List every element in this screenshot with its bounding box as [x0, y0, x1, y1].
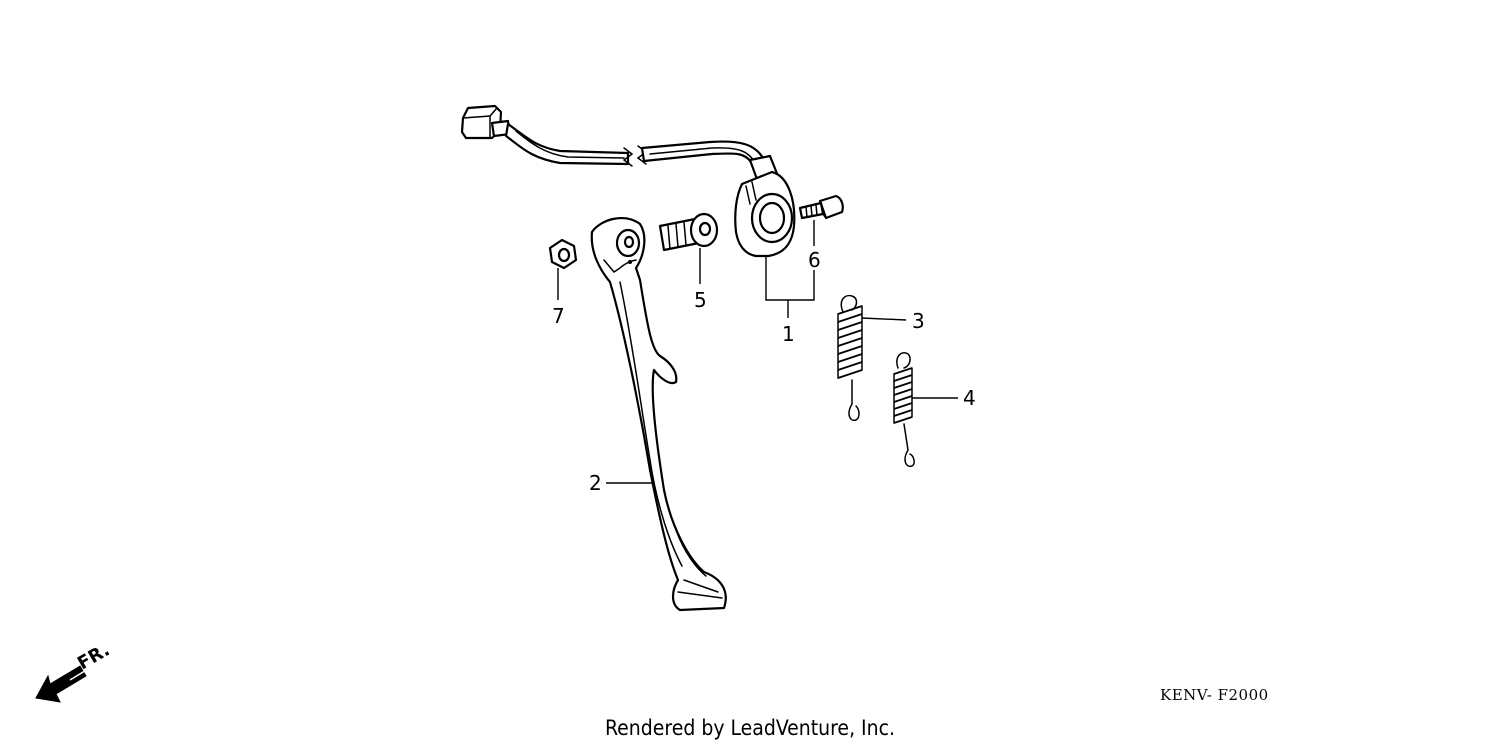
callout-3: 3 — [912, 309, 925, 333]
spring-small[interactable] — [893, 352, 915, 468]
pivot-bolt[interactable] — [658, 212, 719, 252]
callout-6: 6 — [808, 248, 821, 272]
diagram-code: KENV- F2000 — [1160, 686, 1269, 704]
side-stand-switch[interactable] — [460, 104, 796, 258]
leader-lines — [557, 220, 958, 484]
callout-5: 5 — [694, 288, 707, 312]
callout-1: 1 — [782, 322, 795, 346]
callout-4: 4 — [963, 386, 976, 410]
front-direction-arrow-icon — [35, 661, 89, 703]
nut[interactable] — [548, 238, 578, 270]
side-stand[interactable] — [590, 216, 727, 612]
callout-2: 2 — [589, 471, 602, 495]
switch-bolt[interactable] — [798, 194, 844, 220]
callout-7: 7 — [552, 304, 565, 328]
render-credit: Rendered by LeadVenture, Inc. — [605, 716, 895, 740]
spring-large[interactable] — [837, 294, 863, 422]
